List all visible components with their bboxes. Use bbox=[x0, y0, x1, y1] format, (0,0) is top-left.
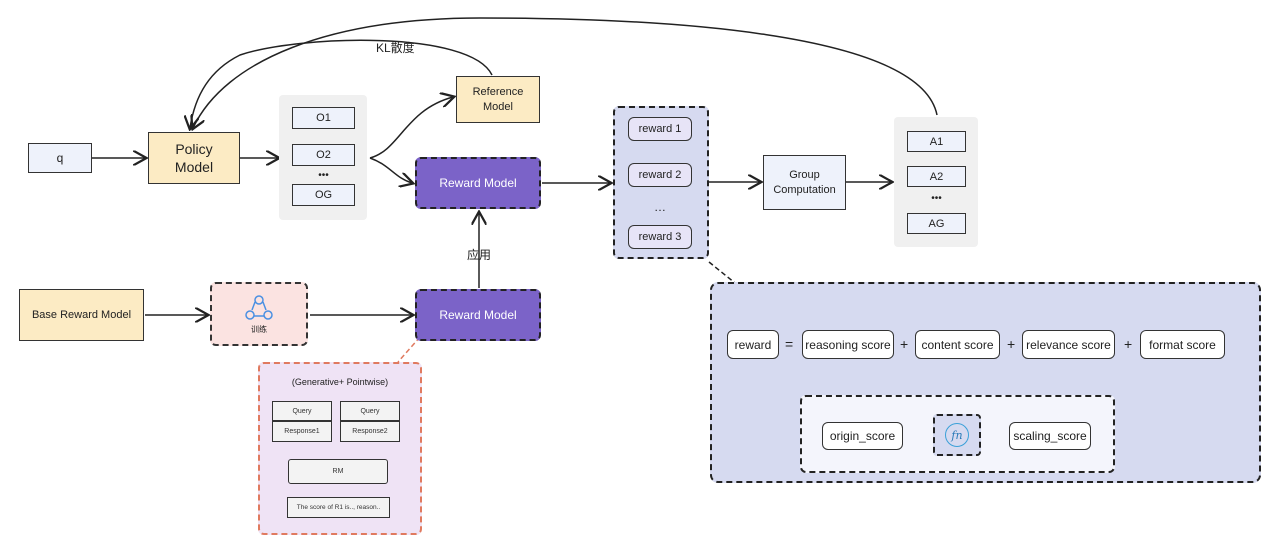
scaling-score: scaling_score bbox=[1009, 422, 1091, 450]
genrm-response2: Response2 bbox=[340, 421, 400, 442]
arrow-outputs-to-reference bbox=[369, 97, 453, 159]
plus-1: + bbox=[900, 336, 909, 352]
cycle-icon bbox=[245, 294, 273, 320]
reward-1: reward 1 bbox=[628, 117, 692, 141]
plus-2: + bbox=[1007, 336, 1016, 352]
genrm-query1: Query bbox=[272, 401, 332, 421]
reward-ellipsis: … bbox=[654, 200, 666, 214]
reward-model-bottom: Reward Model bbox=[415, 289, 541, 341]
train-node: 训练 bbox=[210, 282, 308, 346]
callout-line-right bbox=[708, 261, 736, 284]
adv-a2: A2 bbox=[907, 166, 966, 187]
fn-box: fn bbox=[933, 414, 981, 456]
output-o1: O1 bbox=[292, 107, 355, 129]
fn-label: fn bbox=[951, 428, 963, 442]
reasoning-score: reasoning score bbox=[802, 330, 894, 359]
reward-lhs: reward bbox=[727, 330, 779, 359]
reward-2: reward 2 bbox=[628, 163, 692, 187]
genrm-response1: Response1 bbox=[272, 421, 332, 442]
function-icon: fn bbox=[945, 423, 969, 447]
policy-model-node: Policy Model bbox=[148, 132, 240, 184]
adv-ag: AG bbox=[907, 213, 966, 234]
plus-3: + bbox=[1124, 336, 1133, 352]
genrm-rm: RM bbox=[288, 459, 388, 484]
reward-model-top: Reward Model bbox=[415, 157, 541, 209]
base-reward-model-node: Base Reward Model bbox=[19, 289, 144, 341]
adv-ellipsis: ••• bbox=[931, 192, 942, 204]
relevance-score: relevance score bbox=[1022, 330, 1115, 359]
output-o2: O2 bbox=[292, 144, 355, 166]
content-score: content score bbox=[915, 330, 1000, 359]
kl-label: KL散度 bbox=[376, 41, 415, 55]
output-og: OG bbox=[292, 184, 355, 206]
output-ellipsis: ••• bbox=[318, 169, 329, 181]
origin-score: origin_score bbox=[822, 422, 903, 450]
reference-model-node: Reference Model bbox=[456, 76, 540, 123]
apply-label: 应用 bbox=[467, 248, 492, 262]
adv-a1: A1 bbox=[907, 131, 966, 152]
reward-3: reward 3 bbox=[628, 225, 692, 249]
arrow-kl-reference bbox=[190, 39, 493, 128]
arrow-outputs-to-reward bbox=[369, 157, 412, 183]
arrow-kl-group bbox=[193, 17, 938, 128]
equals-sign: = bbox=[785, 336, 794, 352]
group-computation-node: Group Computation bbox=[763, 155, 846, 210]
genrm-output: The score of R1 is.., reason.. bbox=[287, 497, 390, 518]
callout-line-left bbox=[397, 336, 421, 363]
genrm-query2: Query bbox=[340, 401, 400, 421]
q-node: q bbox=[28, 143, 92, 173]
format-score: format score bbox=[1140, 330, 1225, 359]
genrm-title: (Generative+ Pointwise) bbox=[291, 377, 389, 387]
train-label: 训练 bbox=[251, 324, 267, 334]
